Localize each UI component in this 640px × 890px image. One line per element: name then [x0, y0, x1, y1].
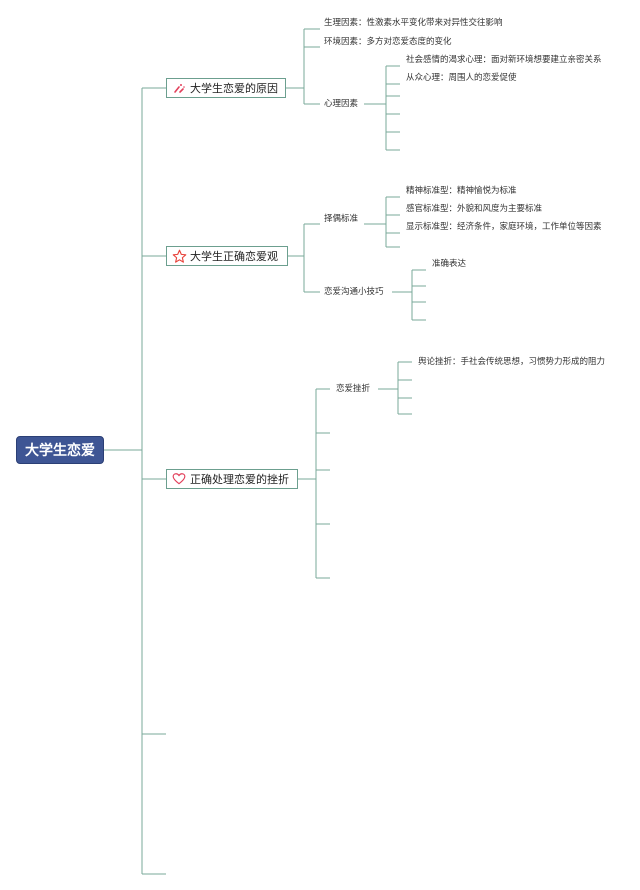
sparkle-icon: [171, 80, 187, 96]
node-accurate-expression[interactable]: 准确表达: [432, 259, 467, 269]
node-psychological-factor[interactable]: 心理因素: [324, 99, 359, 109]
branch-label: 大学生正确恋爱观: [190, 250, 278, 263]
node-love-setback[interactable]: 恋爱挫折: [336, 384, 371, 394]
root-node[interactable]: 大学生恋爱: [16, 436, 104, 464]
branch-label: 正确处理恋爱的挫折: [190, 473, 289, 486]
node-environment-factor[interactable]: 环境因素：多方对恋爱态度的变化: [324, 37, 452, 47]
node-sensory-type[interactable]: 感官标准型：外貌和风度为主要标准: [406, 204, 543, 214]
branch-love-view[interactable]: 大学生正确恋爱观: [166, 246, 288, 266]
node-mate-criteria[interactable]: 择偶标准: [324, 214, 359, 224]
branch-handle-setbacks[interactable]: 正确处理恋爱的挫折: [166, 469, 298, 489]
node-public-opinion-setback[interactable]: 舆论挫折：手社会传统思想，习惯势力形成的阻力: [418, 357, 606, 367]
heart-icon: [171, 471, 187, 487]
star-icon: [171, 248, 187, 264]
node-social-emotion[interactable]: 社会感情的渴求心理：面对新环境想要建立亲密关系: [406, 55, 602, 65]
node-conformity[interactable]: 从众心理：周围人的恋爱促使: [406, 73, 517, 83]
node-display-type[interactable]: 显示标准型：经济条件，家庭环境，工作单位等因素: [406, 222, 602, 232]
node-physiological-factor[interactable]: 生理因素：性激素水平变化带来对异性交往影响: [324, 18, 503, 28]
node-spiritual-type[interactable]: 精神标准型：精神愉悦为标准: [406, 186, 517, 196]
branch-label: 大学生恋爱的原因: [190, 82, 278, 95]
branch-love-causes[interactable]: 大学生恋爱的原因: [166, 78, 286, 98]
node-communication-tips[interactable]: 恋爱沟通小技巧: [324, 287, 384, 297]
